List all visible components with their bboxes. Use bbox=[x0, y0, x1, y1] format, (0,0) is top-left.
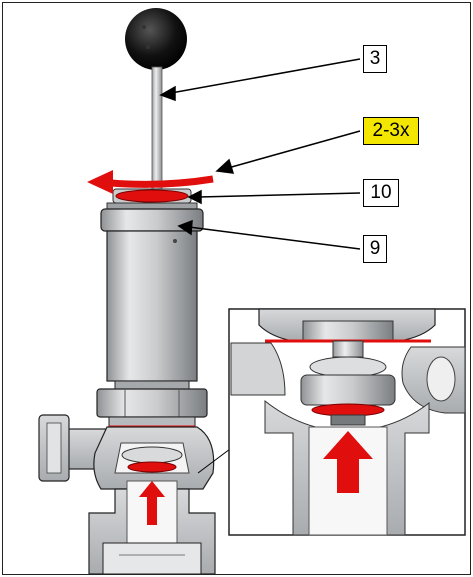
hex-nut bbox=[96, 388, 208, 418]
handle-knob bbox=[125, 8, 187, 70]
callout-rotations: 2-3x bbox=[363, 117, 419, 145]
callout-part-9: 9 bbox=[363, 235, 387, 263]
valve-diagram bbox=[38, 8, 466, 574]
rotation-arrow bbox=[87, 170, 214, 194]
flow-arrow-detail bbox=[323, 431, 373, 493]
cylinder-housing-9 bbox=[100, 208, 204, 390]
callout-part-3: 3 bbox=[363, 45, 387, 73]
ring-nut-10 bbox=[106, 188, 198, 212]
flow-arrow-main bbox=[139, 481, 165, 525]
detail-inset bbox=[228, 308, 466, 536]
callout-part-10: 10 bbox=[363, 179, 399, 207]
handle-stem bbox=[151, 66, 163, 193]
valve-body bbox=[38, 414, 216, 574]
detail-connector bbox=[197, 448, 231, 474]
leader-lines bbox=[159, 58, 361, 250]
